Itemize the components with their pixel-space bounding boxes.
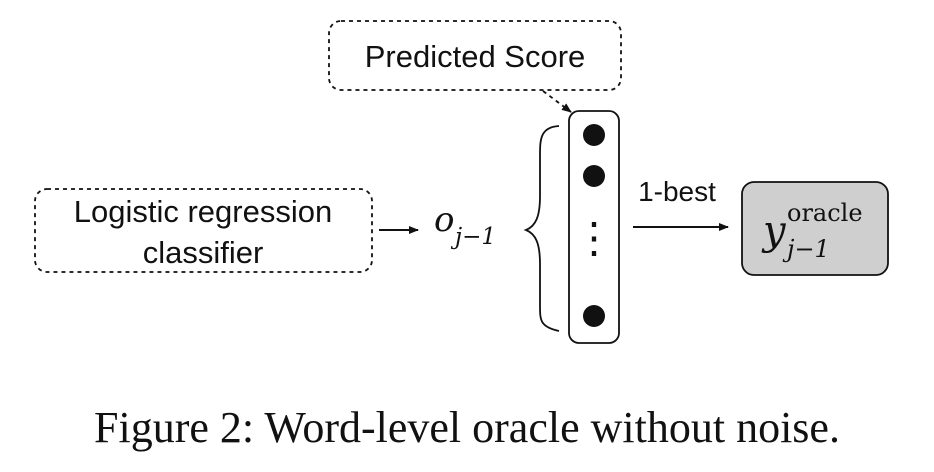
score-node-2 — [583, 165, 605, 187]
o-j-minus-1-label: o j−1 — [434, 200, 496, 250]
score-node-1 — [583, 124, 605, 146]
oracle-base-symbol: y — [761, 208, 787, 254]
predicted-score-label: Predicted Score — [365, 39, 586, 74]
oracle-box: y oracle j−1 — [741, 181, 889, 276]
score-node-last — [583, 305, 605, 327]
o-base-symbol: o — [434, 200, 454, 240]
predicted-score-connector — [542, 90, 572, 113]
predicted-score-box: Predicted Score — [328, 20, 622, 91]
left-curly-brace — [523, 125, 560, 332]
score-vector: ⋮ — [568, 110, 620, 344]
one-best-transition: 1-best — [633, 176, 729, 231]
classifier-label-line-2: classifier — [143, 235, 264, 270]
oracle-superscript: oracle — [787, 199, 863, 227]
figure-caption: Figure 2: Word-level oracle without nois… — [94, 403, 840, 452]
o-subscript: j−1 — [450, 224, 496, 250]
score-vector-ellipsis: ⋮ — [573, 213, 615, 262]
one-best-label: 1-best — [638, 176, 716, 207]
classifier-box: Logistic regression classifier — [34, 188, 373, 273]
oracle-subscript: j−1 — [782, 235, 830, 263]
classifier-label-line-1: Logistic regression — [74, 194, 332, 229]
score-vector-box — [568, 110, 620, 344]
